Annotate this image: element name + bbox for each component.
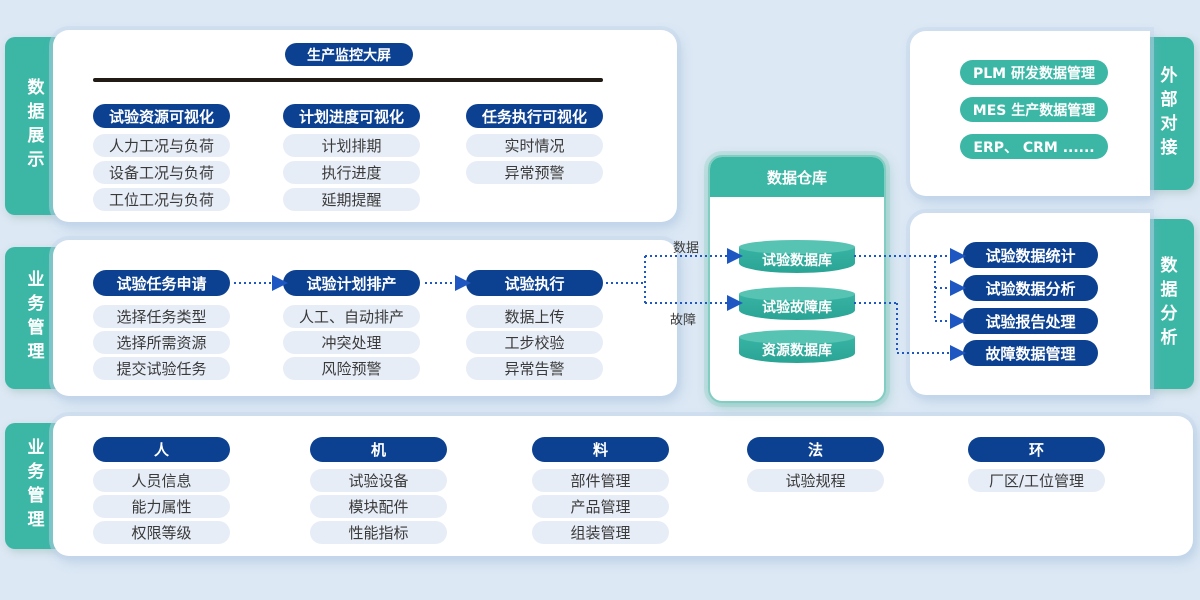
display-col3-item: 实时情况 bbox=[466, 134, 603, 157]
display-col2-header: 计划进度可视化 bbox=[283, 104, 420, 128]
tab-external-integration-label: 外部对接 bbox=[1156, 65, 1177, 162]
divider-line bbox=[93, 78, 603, 82]
tab-foundation-mgmt-label: 业务管理 bbox=[23, 438, 44, 534]
business-col1-item: 选择任务类型 bbox=[93, 305, 230, 328]
database-cylinder: 资源数据库 bbox=[739, 330, 855, 363]
business-col1-item: 提交试验任务 bbox=[93, 357, 230, 380]
foundation-col3-header: 料 bbox=[532, 437, 669, 462]
business-col2-header: 试验计划排产 bbox=[283, 270, 420, 296]
business-col1-header: 试验任务申请 bbox=[93, 270, 230, 296]
display-col1-item: 人力工况与负荷 bbox=[93, 134, 230, 157]
business-col3-header: 试验执行 bbox=[466, 270, 603, 296]
panel-data-analysis: 试验数据统计 试验数据分析 试验报告处理 故障数据管理 bbox=[910, 213, 1150, 395]
foundation-col4-item: 试验规程 bbox=[747, 469, 884, 492]
panel-data-warehouse: 数据仓库 试验数据库 试验故障库 资源数据库 bbox=[708, 155, 886, 403]
monitor-screen-pill: 生产监控大屏 bbox=[285, 43, 413, 66]
cylinder-top bbox=[739, 287, 855, 301]
database-label: 试验故障库 bbox=[762, 300, 832, 316]
analysis-item: 试验数据分析 bbox=[963, 275, 1098, 301]
connector-label-fault: 故障 bbox=[670, 313, 697, 328]
foundation-col1-item: 能力属性 bbox=[93, 495, 230, 518]
business-col2-item: 人工、自动排产 bbox=[283, 305, 420, 328]
database-cylinder: 试验数据库 bbox=[739, 240, 855, 273]
external-item-erp-crm: ERP、 CRM ...... bbox=[960, 134, 1108, 159]
display-col2-item: 计划排期 bbox=[283, 134, 420, 157]
data-warehouse-title: 数据仓库 bbox=[710, 157, 884, 197]
foundation-col5-item: 厂区/工位管理 bbox=[968, 469, 1105, 492]
foundation-col3-item: 部件管理 bbox=[532, 469, 669, 492]
tab-business-mgmt-label: 业务管理 bbox=[23, 270, 44, 366]
tab-data-analysis-label: 数据分析 bbox=[1156, 256, 1177, 352]
panel-foundation: 人 人员信息 能力属性 权限等级 机 试验设备 模块配件 性能指标 料 部件管理… bbox=[53, 416, 1193, 556]
foundation-col5-header: 环 bbox=[968, 437, 1105, 462]
display-col2-item: 延期提醒 bbox=[283, 188, 420, 211]
display-col1-item: 设备工况与负荷 bbox=[93, 161, 230, 184]
panel-external-integration: PLM 研发数据管理 MES 生产数据管理 ERP、 CRM ...... bbox=[910, 31, 1150, 196]
analysis-item: 故障数据管理 bbox=[963, 340, 1098, 366]
database-label: 资源数据库 bbox=[762, 343, 832, 359]
business-col3-item: 工步校验 bbox=[466, 331, 603, 354]
tab-data-display-label: 数据展示 bbox=[23, 78, 44, 174]
cylinder-top bbox=[739, 330, 855, 344]
analysis-item: 试验报告处理 bbox=[963, 308, 1098, 334]
foundation-col4-header: 法 bbox=[747, 437, 884, 462]
analysis-item: 试验数据统计 bbox=[963, 242, 1098, 268]
display-col1-item: 工位工况与负荷 bbox=[93, 188, 230, 211]
external-item-mes: MES 生产数据管理 bbox=[960, 97, 1108, 122]
connector-label-data: 数据 bbox=[673, 241, 700, 256]
foundation-col2-item: 性能指标 bbox=[310, 521, 447, 544]
cylinder-top bbox=[739, 240, 855, 254]
business-col3-item: 异常告警 bbox=[466, 357, 603, 380]
foundation-col2-header: 机 bbox=[310, 437, 447, 462]
foundation-col2-item: 试验设备 bbox=[310, 469, 447, 492]
display-col2-item: 执行进度 bbox=[283, 161, 420, 184]
database-label: 试验数据库 bbox=[762, 253, 832, 269]
foundation-col2-item: 模块配件 bbox=[310, 495, 447, 518]
business-col1-item: 选择所需资源 bbox=[93, 331, 230, 354]
foundation-col3-item: 产品管理 bbox=[532, 495, 669, 518]
foundation-col1-item: 人员信息 bbox=[93, 469, 230, 492]
panel-data-display: 生产监控大屏 试验资源可视化 人力工况与负荷 设备工况与负荷 工位工况与负荷 计… bbox=[53, 30, 677, 222]
panel-business-mgmt: 试验任务申请 选择任务类型 选择所需资源 提交试验任务 试验计划排产 人工、自动… bbox=[53, 240, 677, 396]
business-col3-item: 数据上传 bbox=[466, 305, 603, 328]
foundation-col3-item: 组装管理 bbox=[532, 521, 669, 544]
database-cylinder: 试验故障库 bbox=[739, 287, 855, 320]
foundation-col1-header: 人 bbox=[93, 437, 230, 462]
display-col1-header: 试验资源可视化 bbox=[93, 104, 230, 128]
external-item-plm: PLM 研发数据管理 bbox=[960, 60, 1108, 85]
business-col2-item: 冲突处理 bbox=[283, 331, 420, 354]
display-col3-item: 异常预警 bbox=[466, 161, 603, 184]
display-col3-header: 任务执行可视化 bbox=[466, 104, 603, 128]
business-col2-item: 风险预警 bbox=[283, 357, 420, 380]
foundation-col1-item: 权限等级 bbox=[93, 521, 230, 544]
